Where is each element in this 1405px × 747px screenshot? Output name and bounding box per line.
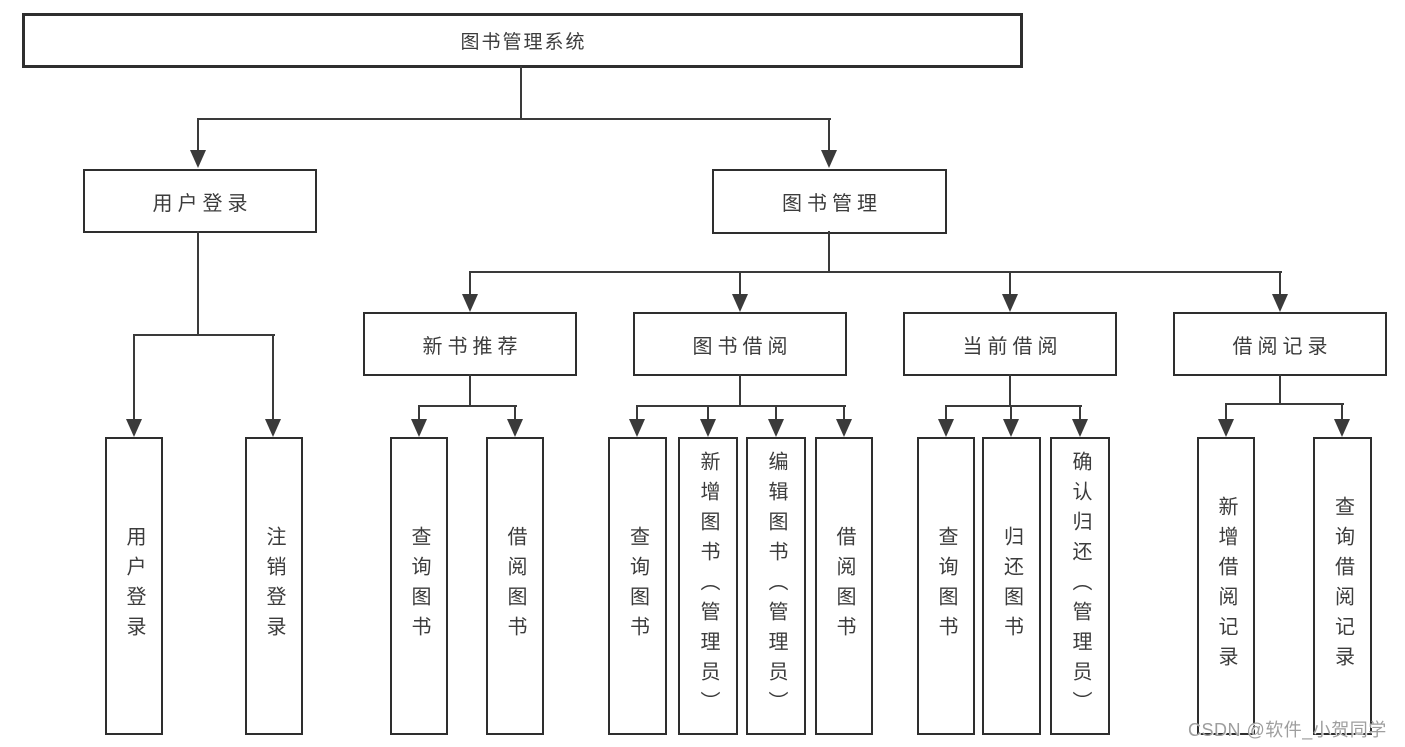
node-current-query-books: 查询图书 xyxy=(917,437,975,735)
connector-user-login-drop xyxy=(197,118,199,154)
node-library-system: 图书管理系统 xyxy=(22,13,1023,68)
connector-current-bar xyxy=(945,405,1082,407)
connector-root-stem xyxy=(520,66,522,119)
connector-drop xyxy=(1009,271,1011,296)
connector-user-login-bar xyxy=(133,334,275,336)
connector-drop xyxy=(1279,271,1281,296)
arrow-down-icon xyxy=(1003,419,1019,437)
node-current-borrow: 当前借阅 xyxy=(903,312,1117,376)
arrow-down-icon xyxy=(1334,419,1350,437)
arrow-down-icon xyxy=(938,419,954,437)
node-edit-book-admin-label: 编辑图书（管理员） xyxy=(765,451,787,721)
node-book-borrow: 图书借阅 xyxy=(633,312,847,376)
connector-drop xyxy=(707,405,709,421)
arrow-down-icon xyxy=(821,150,837,168)
arrow-down-icon xyxy=(629,419,645,437)
connector-drop xyxy=(272,334,274,421)
node-new-book-recommend: 新书推荐 xyxy=(363,312,577,376)
arrow-down-icon xyxy=(836,419,852,437)
connector-user-login-stem xyxy=(197,231,199,336)
node-add-book-admin-label: 新增图书（管理员） xyxy=(697,451,719,721)
node-borrow-query-books: 查询图书 xyxy=(608,437,667,735)
node-current-query-books-label: 查询图书 xyxy=(935,526,957,646)
node-recommend-query-books: 查询图书 xyxy=(390,437,448,735)
arrow-down-icon xyxy=(700,419,716,437)
arrow-down-icon xyxy=(265,419,281,437)
node-logout: 注销登录 xyxy=(245,437,303,735)
node-user-login-label: 用户登录 xyxy=(152,192,253,215)
connector-drop xyxy=(775,405,777,421)
node-confirm-return-admin-label: 确认归还（管理员） xyxy=(1069,451,1091,721)
node-borrow-records: 借阅记录 xyxy=(1173,312,1387,376)
node-add-borrow-record-label: 新增借阅记录 xyxy=(1215,496,1237,676)
node-return-book: 归还图书 xyxy=(982,437,1041,735)
node-library-system-label: 图书管理系统 xyxy=(460,32,587,53)
node-book-management: 图书管理 xyxy=(712,169,947,234)
connector-drop xyxy=(636,405,638,421)
arrow-down-icon xyxy=(411,419,427,437)
connector-borrow-bar xyxy=(636,405,846,407)
node-user-login-leaf-label: 用户登录 xyxy=(123,526,145,646)
node-borrow-books-label: 借阅图书 xyxy=(833,526,855,646)
node-book-borrow-label: 图书借阅 xyxy=(692,335,793,358)
node-borrow-records-label: 借阅记录 xyxy=(1232,335,1333,358)
arrow-down-icon xyxy=(1218,419,1234,437)
node-add-borrow-record: 新增借阅记录 xyxy=(1197,437,1255,735)
connector-drop xyxy=(418,405,420,421)
node-new-book-recommend-label: 新书推荐 xyxy=(422,335,523,358)
arrow-down-icon xyxy=(768,419,784,437)
node-edit-book-admin: 编辑图书（管理员） xyxy=(746,437,806,735)
connector-drop xyxy=(469,271,471,296)
arrow-down-icon xyxy=(190,150,206,168)
connector-drop xyxy=(133,334,135,421)
connector-borrow-stem xyxy=(739,374,741,407)
arrow-down-icon xyxy=(507,419,523,437)
connector-book-mgmt-bar xyxy=(469,271,1282,273)
node-current-borrow-label: 当前借阅 xyxy=(962,335,1063,358)
connector-root-bar xyxy=(197,118,831,120)
connector-drop xyxy=(1079,405,1081,421)
connector-recommend-bar xyxy=(418,405,517,407)
connector-drop xyxy=(739,271,741,296)
arrow-down-icon xyxy=(126,419,142,437)
node-query-borrow-record-label: 查询借阅记录 xyxy=(1331,496,1354,676)
connector-drop xyxy=(1341,403,1343,421)
node-logout-label: 注销登录 xyxy=(263,526,285,646)
node-query-borrow-record: 查询借阅记录 xyxy=(1313,437,1372,735)
connector-book-mgmt-drop xyxy=(828,118,830,154)
connector-drop xyxy=(1010,405,1012,421)
connector-drop xyxy=(945,405,947,421)
node-recommend-borrow-books-label: 借阅图书 xyxy=(504,526,526,646)
connector-book-mgmt-stem xyxy=(828,231,830,273)
node-add-book-admin: 新增图书（管理员） xyxy=(678,437,738,735)
node-confirm-return-admin: 确认归还（管理员） xyxy=(1050,437,1110,735)
arrow-down-icon xyxy=(1002,294,1018,312)
csdn-watermark: CSDN @软件_小贺同学 xyxy=(1188,720,1387,740)
arrow-down-icon xyxy=(462,294,478,312)
node-borrow-books: 借阅图书 xyxy=(815,437,873,735)
node-book-management-label: 图书管理 xyxy=(782,193,882,215)
connector-drop xyxy=(1225,403,1227,421)
node-recommend-query-books-label: 查询图书 xyxy=(408,526,430,646)
node-user-login-leaf: 用户登录 xyxy=(105,437,163,735)
connector-records-stem xyxy=(1279,374,1281,405)
arrow-down-icon xyxy=(732,294,748,312)
node-return-book-label: 归还图书 xyxy=(1000,526,1023,646)
connector-drop xyxy=(514,405,516,421)
node-recommend-borrow-books: 借阅图书 xyxy=(486,437,544,735)
connector-recommend-stem xyxy=(469,374,471,407)
arrow-down-icon xyxy=(1272,294,1288,312)
connector-records-bar xyxy=(1225,403,1344,405)
connector-current-stem xyxy=(1009,374,1011,407)
node-user-login: 用户登录 xyxy=(83,169,317,233)
arrow-down-icon xyxy=(1072,419,1088,437)
node-borrow-query-books-label: 查询图书 xyxy=(626,526,649,646)
connector-drop xyxy=(843,405,845,421)
